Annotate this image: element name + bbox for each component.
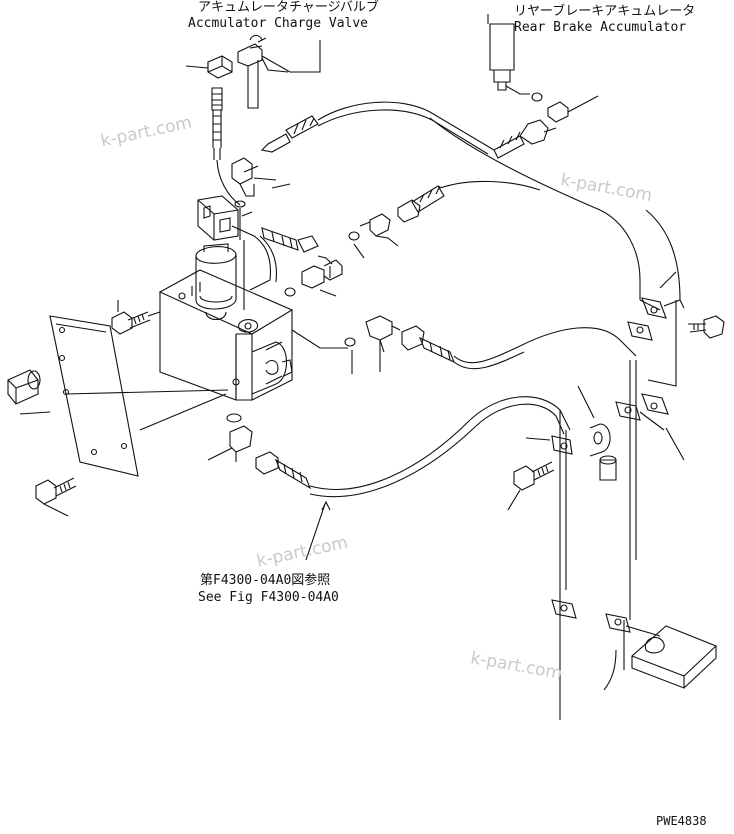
rear-brake-accumulator-label-jp: リヤーブレーキアキュムレータ: [514, 4, 696, 19]
bolt-lower-left: [36, 478, 76, 516]
bolt-right: [688, 316, 724, 338]
electrical-connector: [198, 196, 276, 290]
middle-hose-upper: [232, 158, 290, 240]
accumulator-charge-valve-label-en: Accmulator Charge Valve: [188, 16, 369, 31]
elbow-fitting-right: [366, 316, 400, 372]
hose-mid-right: [402, 326, 636, 369]
hose-lower: [208, 397, 570, 560]
right-bracket-upper: [628, 272, 684, 386]
long-brake-hose: [262, 102, 680, 300]
cap-plug: [8, 370, 40, 404]
accumulator-charge-valve-label-jp: アキュムレータチャージバルブ: [198, 0, 379, 15]
accumulator-charge-valve-fitting: [186, 36, 320, 109]
cover-plate: [20, 316, 228, 476]
adapter-fitting: [302, 256, 342, 296]
clamp-pipe-mid: [526, 386, 616, 720]
see-fig-label-en: See Fig F4300-04A0: [198, 590, 339, 605]
lower-clamps: [552, 600, 660, 636]
brake-fitting-lower-right: [604, 626, 716, 690]
hose-segment-right-upper: [398, 181, 540, 222]
right-bracket-mid: [616, 360, 684, 670]
see-fig-label-jp: 第F4300-04A0図参照: [200, 573, 331, 588]
hose-short-left: [262, 228, 318, 252]
hose-vertical-left: [212, 88, 240, 205]
rear-brake-accumulator-label-en: Rear Brake Accumulator: [514, 20, 687, 35]
bolt-upper-left: [112, 300, 160, 334]
oring-seals: [227, 288, 355, 422]
rear-brake-accumulator: [488, 14, 598, 122]
connector-fitting-group: [349, 214, 398, 258]
drawing-code: PWE4838: [656, 814, 707, 828]
bolt-right-lower: [508, 462, 554, 510]
main-valve-block: [140, 240, 348, 430]
